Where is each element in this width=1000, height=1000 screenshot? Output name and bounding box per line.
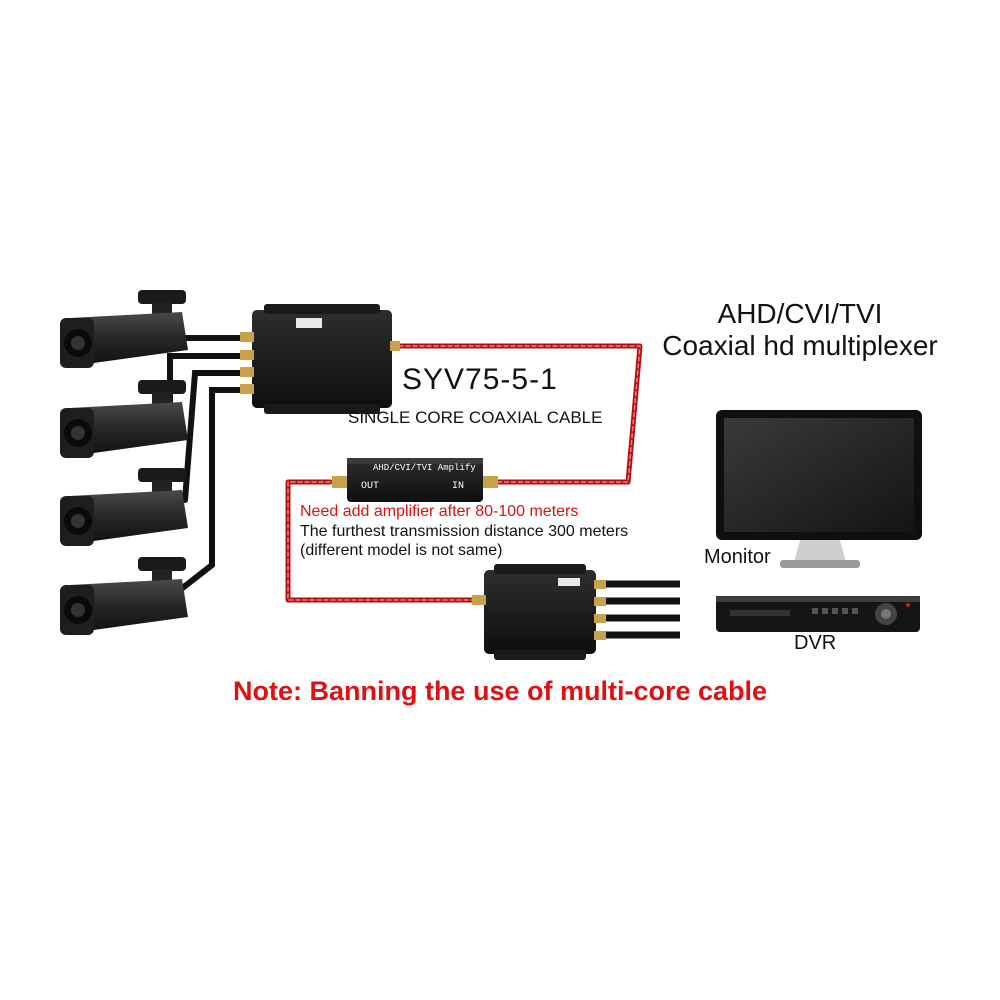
amplifier-port-out: OUT (361, 481, 379, 492)
dvr-output-cables (606, 580, 680, 639)
product-title-line2: Coaxial hd multiplexer (662, 330, 938, 361)
amplifier-label: AHD/CVI/TVI Amplify (373, 463, 476, 473)
dvr-label: DVR (794, 632, 837, 654)
camera-2 (60, 380, 188, 458)
product-title-line1: AHD/CVI/TVI (717, 298, 883, 329)
dvr-icon (716, 596, 920, 632)
multi-core-warning-banner: Note: Banning the use of multi-core cabl… (232, 676, 768, 706)
amplifier-port-in: IN (452, 481, 464, 492)
monitor-icon (716, 410, 922, 568)
camera-4 (60, 557, 188, 635)
monitor-label: Monitor (704, 546, 771, 568)
amplifier-unit (332, 458, 498, 502)
multiplexer-receiver (472, 564, 606, 660)
model-variance-note: (different model is not same) (300, 542, 503, 559)
cable-model-label: SYV75-5-1 (402, 363, 558, 396)
transmission-distance-note: The furthest transmission distance 300 m… (300, 523, 629, 540)
coaxial-cable (285, 343, 643, 603)
camera-cable-4 (177, 387, 258, 593)
camera-cable-3 (182, 370, 258, 503)
multiplexer-transmitter (240, 304, 400, 414)
amplifier-required-note: Need add amplifier after 80-100 meters (300, 503, 579, 520)
cable-type-label: SINGLE CORE COAXIAL CABLE (348, 408, 603, 427)
camera-1 (60, 290, 188, 368)
camera-3 (60, 468, 188, 546)
